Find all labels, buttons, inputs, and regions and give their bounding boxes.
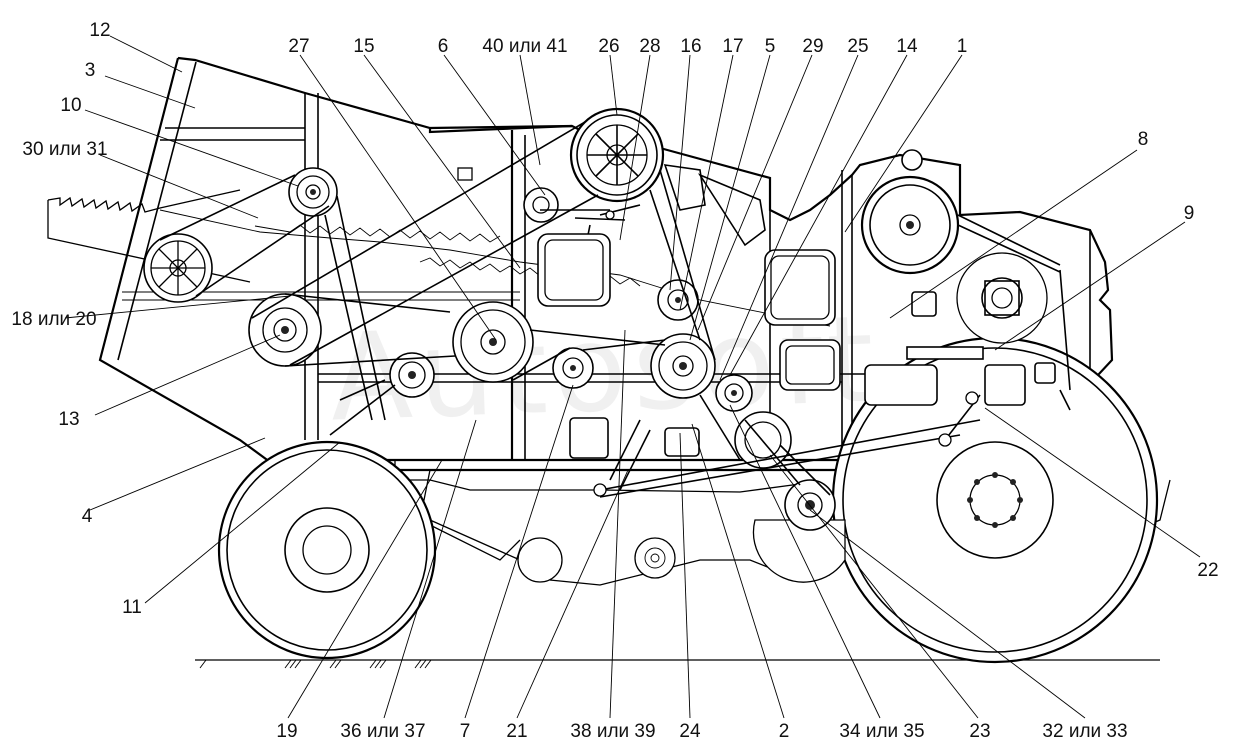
label-30-31: 30 или 31 <box>22 139 107 160</box>
pulley-7 <box>452 301 534 383</box>
pulley-23 <box>734 411 792 469</box>
label-9: 9 <box>1184 203 1195 224</box>
label-32-33: 32 или 33 <box>1042 721 1127 742</box>
label-36-37: 36 или 37 <box>340 721 425 742</box>
pulley-1 <box>860 149 960 275</box>
label-27: 27 <box>288 36 309 57</box>
pulley-9 <box>956 252 1048 344</box>
label-3: 3 <box>85 60 96 81</box>
pulley-6 <box>523 187 559 223</box>
label-29: 29 <box>802 36 823 57</box>
access-windows <box>457 167 1056 459</box>
leader-lines <box>64 35 1201 719</box>
label-23: 23 <box>969 721 990 742</box>
label-7: 7 <box>460 721 471 742</box>
callout-labels: 12 3 10 30 или 31 18 или 20 13 4 11 27 1… <box>11 20 1218 742</box>
label-21: 21 <box>506 721 527 742</box>
pulley-30-31 <box>143 233 213 303</box>
label-6: 6 <box>438 36 449 57</box>
label-8: 8 <box>1138 129 1149 150</box>
guard-wheel <box>752 519 846 583</box>
label-15: 15 <box>353 36 374 57</box>
label-1: 1 <box>957 36 968 57</box>
label-26: 26 <box>598 36 619 57</box>
belts <box>159 121 1061 496</box>
label-17: 17 <box>722 36 743 57</box>
label-11: 11 <box>122 597 142 618</box>
pulley-21 <box>552 347 594 389</box>
pulley-16 <box>657 279 699 321</box>
label-34-35: 34 или 35 <box>839 721 924 742</box>
label-5: 5 <box>765 36 776 57</box>
label-28: 28 <box>639 36 660 57</box>
label-22: 22 <box>1197 560 1218 581</box>
pulley-36 <box>389 352 435 398</box>
label-16: 16 <box>680 36 701 57</box>
label-18-20: 18 или 20 <box>11 309 96 330</box>
label-38-39: 38 или 39 <box>570 721 655 742</box>
linkages <box>329 164 1071 498</box>
pulley-26 <box>569 107 665 203</box>
label-40-41: 40 или 41 <box>482 36 567 57</box>
label-13: 13 <box>58 409 79 430</box>
pulley-13 <box>248 293 322 367</box>
label-25: 25 <box>847 36 868 57</box>
pulley-5 <box>650 333 716 399</box>
label-10: 10 <box>60 95 81 116</box>
label-2: 2 <box>779 721 790 742</box>
label-14: 14 <box>896 36 918 57</box>
label-24: 24 <box>679 721 701 742</box>
left-wheel <box>217 440 437 660</box>
label-19: 19 <box>276 721 297 742</box>
label-4: 4 <box>82 506 93 527</box>
label-12: 12 <box>89 20 110 41</box>
pulley-10 <box>288 167 338 217</box>
pulley-34 <box>715 374 753 412</box>
